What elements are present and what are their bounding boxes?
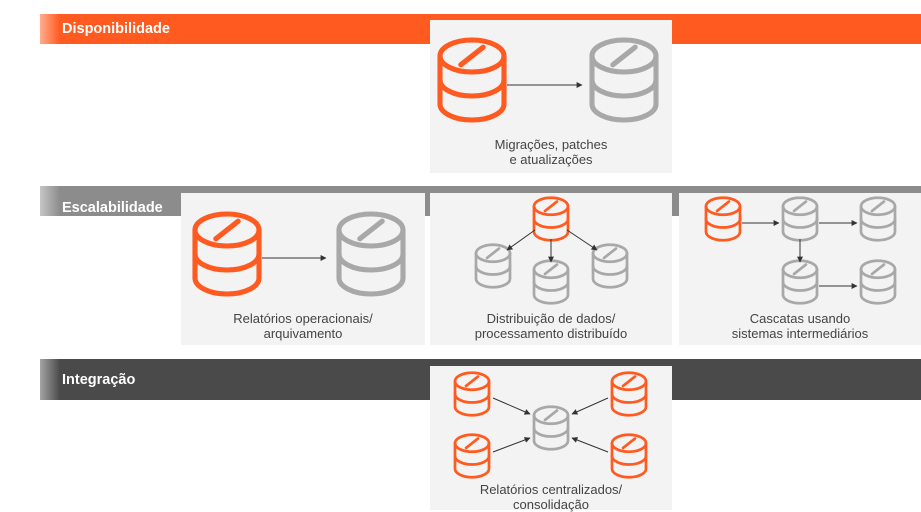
caption-line: Relatórios centralizados/	[479, 482, 623, 497]
caption-line: arquivamento	[263, 326, 343, 341]
card-distribuicao-caption: Distribuição de dados/ processamento dis…	[430, 311, 672, 341]
caption-line: e atualizações	[509, 152, 593, 167]
card-relatorios-caption: Relatórios operacionais/ arquivamento	[181, 311, 425, 341]
card-centralizados-caption: Relatórios centralizados/ consolidação	[430, 482, 672, 512]
caption-line: sistemas intermediários	[731, 326, 869, 341]
caption-line: Relatórios operacionais/	[233, 311, 373, 326]
integracao-tab	[0, 359, 180, 400]
disponibilidade-label: Disponibilidade	[62, 21, 170, 37]
caption-line: Cascatas usando	[749, 311, 851, 326]
caption-line: Migrações, patches	[494, 137, 608, 152]
card-cascatas-caption: Cascatas usando sistemas intermediários	[679, 311, 921, 341]
card-cascatas: Cascatas usando sistemas intermediários	[679, 193, 921, 345]
escalabilidade-label: Escalabilidade	[62, 200, 163, 216]
card-distribuicao: Distribuição de dados/ processamento dis…	[430, 193, 672, 345]
caption-line: consolidação	[513, 497, 589, 512]
card-migracoes: Migrações, patches e atualizações	[430, 20, 672, 173]
card-centralizados: Relatórios centralizados/ consolidação	[430, 366, 672, 512]
integracao-label: Integração	[62, 372, 136, 388]
caption-line: Distribuição de dados/	[486, 311, 616, 326]
caption-line: processamento distribuído	[474, 326, 628, 341]
card-migracoes-caption: Migrações, patches e atualizações	[430, 137, 672, 167]
card-relatorios: Relatórios operacionais/ arquivamento	[181, 193, 425, 345]
escalabilidade-tab	[0, 186, 180, 218]
disponibilidade-tab	[0, 14, 180, 46]
